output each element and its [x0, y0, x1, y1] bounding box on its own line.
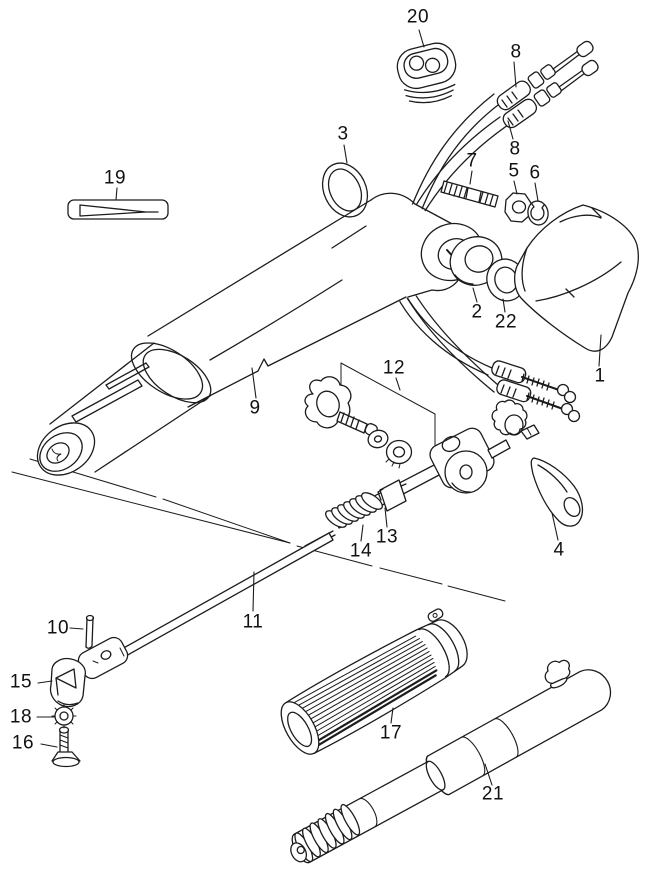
callout-8-upper: 8: [510, 41, 522, 63]
callout-15: 15: [9, 671, 33, 693]
part-18-star-washer: [51, 703, 77, 729]
part-20-cap: [396, 42, 457, 104]
callout-3: 3: [337, 123, 349, 145]
callout-13: 13: [375, 526, 399, 548]
callout-21: 21: [481, 783, 505, 805]
spring-coil: [294, 803, 361, 863]
part-12-group: [304, 362, 436, 469]
callout-5: 5: [508, 160, 520, 182]
leader-lines: [36, 29, 602, 786]
callout-22: 22: [494, 311, 518, 333]
part-13-clamp: [377, 479, 407, 512]
part-19-strip: [67, 199, 169, 220]
callout-6: 6: [529, 162, 541, 184]
callout-16: 16: [11, 732, 35, 754]
part-9-handle: [36, 192, 484, 476]
part-21-tube-lower: [290, 760, 446, 864]
callout-1: 1: [594, 365, 606, 387]
callout-4: 4: [553, 539, 565, 561]
callout-8-lower: 8: [509, 138, 521, 160]
part-3-oring: [321, 162, 369, 218]
callout-18: 18: [9, 706, 33, 728]
part-14-spring: [325, 492, 383, 528]
part-8-cables-upper: [397, 40, 599, 248]
callout-11: 11: [242, 611, 264, 633]
callout-20: 20: [406, 6, 430, 28]
part-11-rod: [77, 532, 334, 680]
throttle-shaft-assembly: [304, 399, 540, 551]
callout-9: 9: [249, 397, 261, 419]
callout-17: 17: [379, 722, 403, 744]
grip-tab: [427, 608, 444, 622]
part-4-clip: [530, 457, 584, 527]
shaft-star-wheel: [491, 399, 540, 440]
part-10-pin: [85, 614, 95, 649]
part-15-block: [49, 657, 87, 708]
callout-2: 2: [471, 301, 483, 323]
part-5-nut: [504, 192, 532, 223]
part-16-screw: [51, 726, 81, 768]
tube-latch: [544, 659, 571, 689]
callout-7: 7: [466, 150, 478, 172]
part-21-tube-upper: [425, 659, 612, 796]
callout-10: 10: [46, 617, 70, 639]
part-6-ering: [527, 200, 549, 226]
callout-12: 12: [382, 357, 406, 379]
part-1-cover: [514, 204, 640, 352]
callout-19: 19: [103, 167, 127, 189]
part-17-grip: [280, 608, 468, 755]
part-7-stud: [440, 180, 499, 208]
callout-14: 14: [349, 540, 373, 562]
shaft-center-block: [429, 427, 495, 494]
